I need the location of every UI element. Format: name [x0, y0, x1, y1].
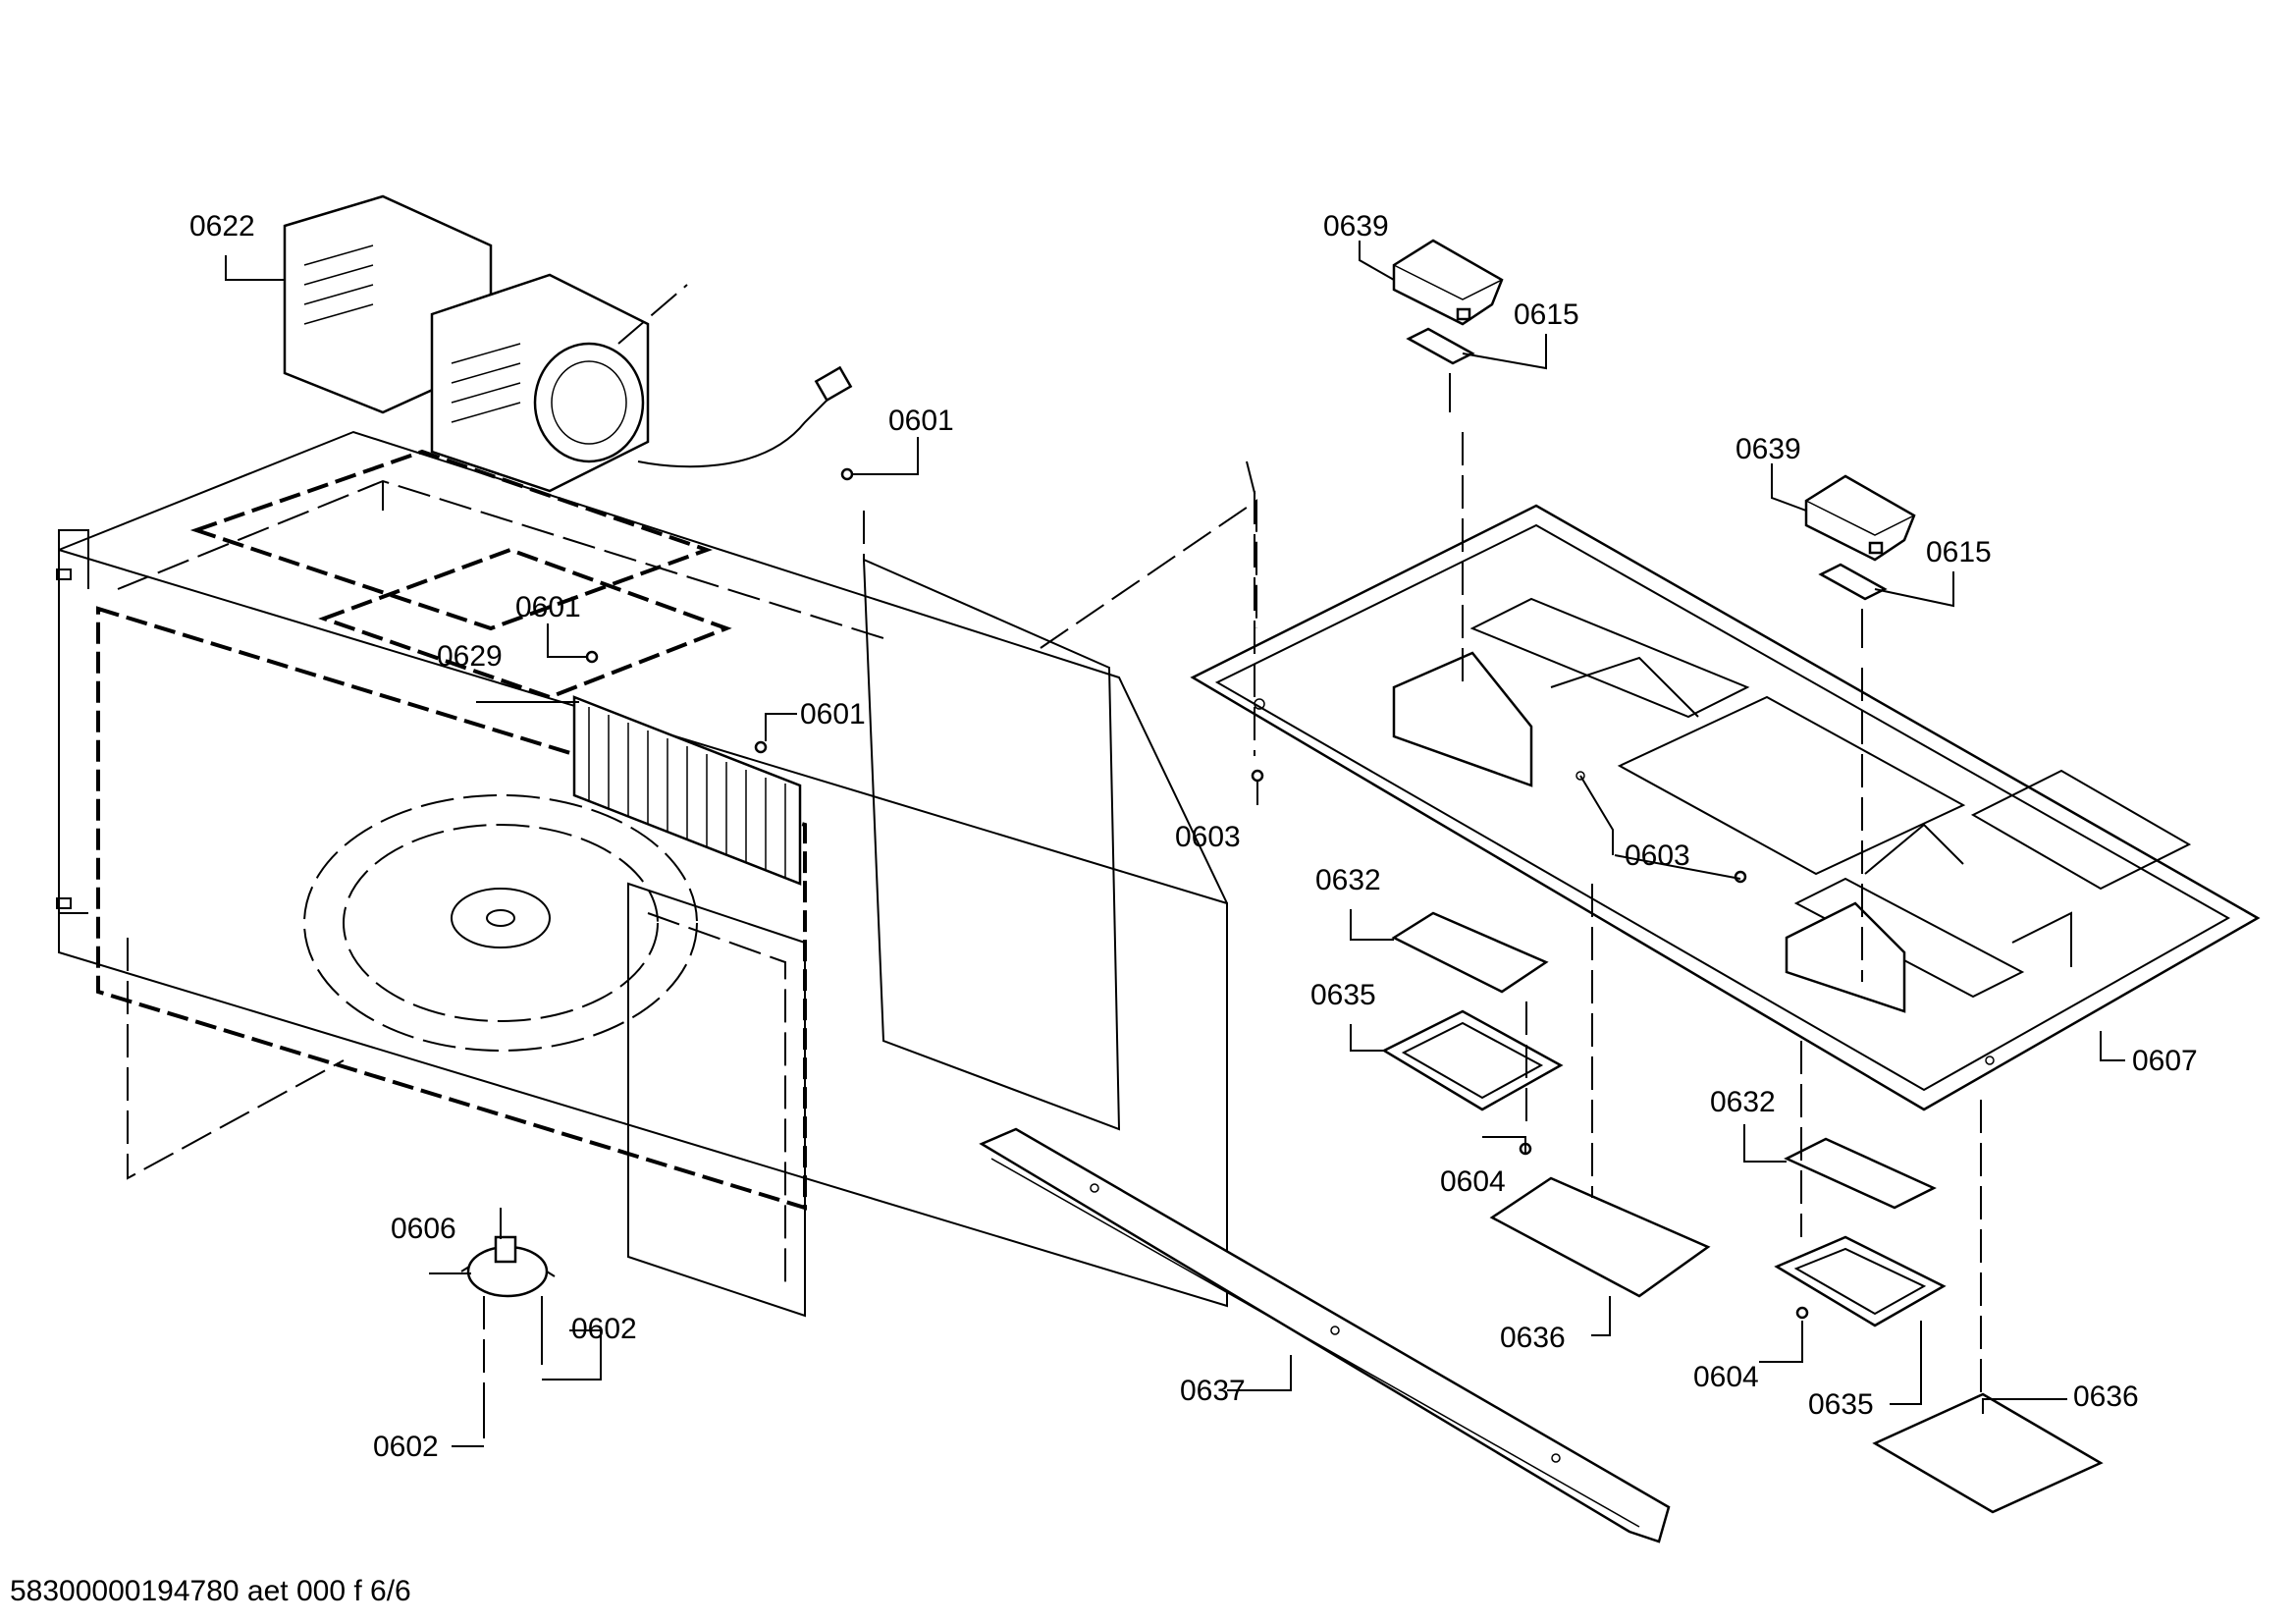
label-0636-right: 0636 [2073, 1380, 2139, 1413]
lamp-socket-top [1392, 239, 1504, 326]
label-0632-left: 0632 [1315, 864, 1381, 896]
label-0635-right: 0635 [1808, 1388, 1874, 1421]
label-0622: 0622 [189, 210, 255, 243]
label-0639-top: 0639 [1323, 210, 1389, 243]
front-trim-bar [979, 1127, 1671, 1543]
label-0606: 0606 [391, 1213, 456, 1245]
screw-0601-top [840, 467, 854, 481]
label-0601-right: 0601 [800, 698, 866, 731]
label-0604-left: 0604 [1440, 1165, 1506, 1198]
vent-grille [572, 695, 802, 886]
label-0601-top: 0601 [888, 405, 954, 437]
label-0632-right: 0632 [1710, 1086, 1776, 1118]
screw-0603-left [1251, 769, 1264, 783]
label-0604-right: 0604 [1693, 1361, 1759, 1393]
filter-glass-right [1784, 1137, 1937, 1210]
screw-0604-right [1795, 1306, 1809, 1320]
label-0602-right: 0602 [571, 1313, 637, 1345]
label-0629: 0629 [437, 640, 503, 673]
screw-0603-right [1734, 870, 1747, 884]
label-0636-left: 0636 [1500, 1322, 1566, 1354]
leader-lines [225, 241, 2125, 1447]
label-0603-right: 0603 [1625, 839, 1690, 872]
label-0615-top: 0615 [1514, 298, 1579, 331]
screw-0601-mid [585, 650, 599, 664]
grease-filter-left [1489, 1176, 1711, 1298]
filter-glass-left [1391, 911, 1549, 994]
label-0607: 0607 [2132, 1045, 2198, 1077]
label-0639-mid: 0639 [1735, 433, 1801, 465]
filter-frame-right [1774, 1235, 1947, 1327]
label-0635-left: 0635 [1310, 979, 1376, 1011]
screw-0601-right [754, 740, 768, 754]
grease-filter-right [1872, 1392, 2104, 1514]
lamp-socket-mid [1804, 474, 1916, 562]
label-0615-mid: 0615 [1926, 536, 1992, 568]
turntable-motor [460, 1208, 556, 1298]
label-0601-mid: 0601 [515, 591, 581, 623]
bottom-plate [1190, 504, 2261, 1111]
label-0602-left: 0602 [373, 1431, 439, 1463]
label-0637: 0637 [1180, 1375, 1246, 1407]
filter-frame-left [1381, 1009, 1564, 1111]
lamp-cover-top [1406, 327, 1475, 365]
label-0603-left: 0603 [1175, 821, 1241, 853]
lamp-cover-mid [1818, 563, 1888, 601]
document-id-footer: 58300000194780 aet 000 f 6/6 [10, 1575, 411, 1607]
blower-fan [283, 194, 853, 493]
oven-cavity-assembly [56, 430, 1257, 1318]
